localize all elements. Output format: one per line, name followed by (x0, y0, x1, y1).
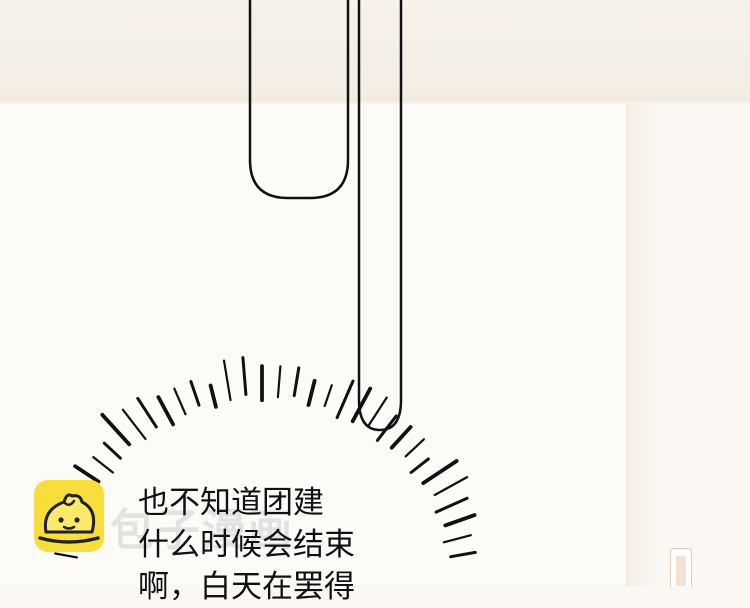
burst-tick (389, 425, 413, 450)
speech-line-1: 也不知道团建 (138, 485, 324, 521)
burst-tick (208, 383, 218, 409)
speech-text: 也不知道团建 什么时候会结束 啊，白天在罢得 (138, 482, 398, 608)
hanging-strip-short (248, 0, 350, 200)
burst-tick (306, 378, 317, 407)
burst-tick (350, 386, 373, 424)
burst-tick (136, 396, 158, 429)
speech-line-2: 什么时候会结束 (138, 527, 355, 563)
door-frame-inner (676, 556, 686, 586)
ceiling-edge (0, 98, 750, 106)
burst-tick (442, 534, 472, 544)
bun-mascot-drawing (38, 493, 100, 544)
burst-tick (102, 441, 122, 460)
burst-tick (409, 457, 430, 474)
burst-tick (241, 356, 248, 396)
burst-tick (434, 496, 469, 514)
burst-tick (54, 552, 79, 559)
burst-tick (433, 476, 469, 497)
burst-tick (323, 384, 333, 408)
speech-line-3: 啊，白天在罢得 (138, 569, 355, 605)
right-wall (626, 104, 750, 586)
burst-tick (449, 550, 477, 559)
bun-mascot-icon (34, 480, 104, 552)
burst-tick (335, 379, 355, 420)
burst-tick (404, 438, 425, 458)
burst-tick (173, 387, 187, 416)
burst-tick (156, 395, 176, 427)
burst-tick (222, 359, 232, 402)
burst-tick (292, 366, 301, 398)
burst-tick (421, 459, 459, 486)
burst-tick (73, 464, 101, 484)
watermark-text: 包子漫画 (110, 505, 294, 556)
burst-tick (276, 365, 282, 399)
back-wall (0, 104, 630, 586)
burst-tick (121, 408, 147, 441)
burst-tick (367, 396, 388, 428)
hanging-strip-long (357, 0, 403, 432)
burst-tick (189, 380, 201, 407)
burst-tick (100, 412, 132, 447)
ceiling (0, 0, 750, 104)
burst-tick (443, 513, 477, 528)
burst-tick (92, 456, 115, 474)
